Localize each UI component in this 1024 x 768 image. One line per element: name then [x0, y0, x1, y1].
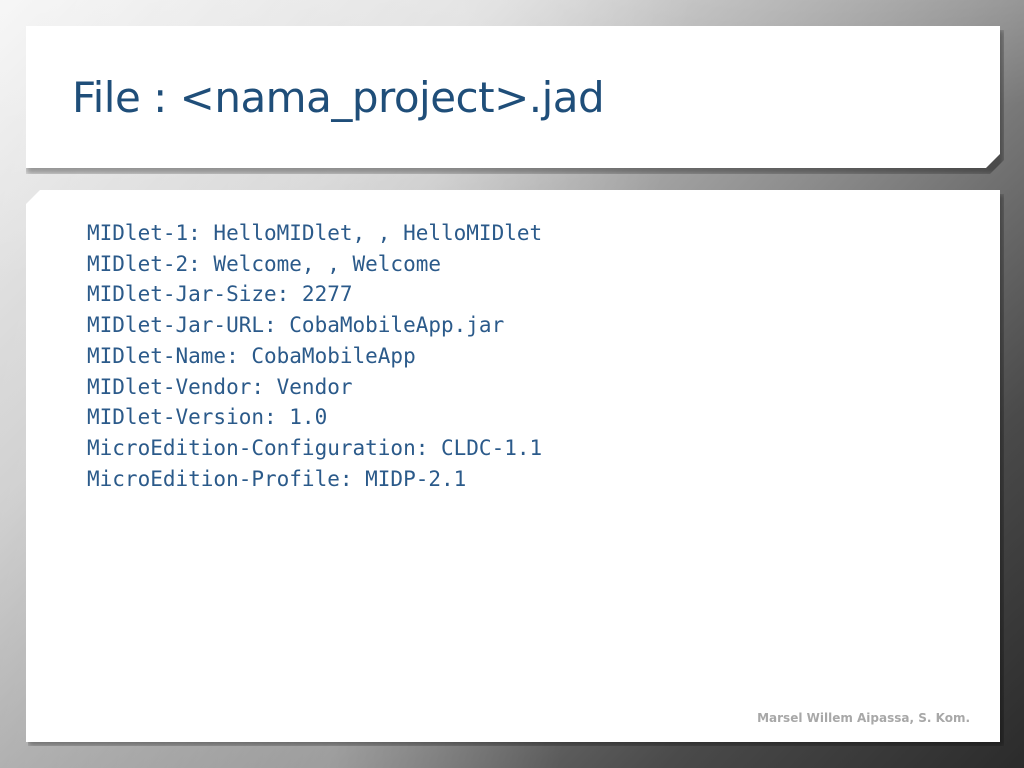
code-line: MIDlet-Name: CobaMobileApp — [87, 343, 416, 368]
slide-footer-author: Marsel Willem Aipassa, S. Kom. — [757, 711, 970, 725]
slide-title: File : <nama_project>.jad — [72, 73, 605, 122]
code-line: MIDlet-Jar-Size: 2277 — [87, 282, 353, 307]
title-panel — [26, 26, 1000, 168]
code-line: MIDlet-Jar-URL: CobaMobileApp.jar — [87, 313, 505, 338]
code-line: MicroEdition-Configuration: CLDC-1.1 — [87, 435, 543, 460]
code-line: MIDlet-Vendor: Vendor — [87, 374, 353, 399]
code-line: MIDlet-2: Welcome, , Welcome — [87, 251, 442, 276]
code-line: MicroEdition-Profile: MIDP-2.1 — [87, 466, 467, 491]
code-line: MIDlet-1: HelloMIDlet, , HelloMIDlet — [87, 221, 543, 245]
code-line: MIDlet-Version: 1.0 — [87, 405, 328, 430]
jad-file-listing: MIDlet-1: HelloMIDlet, , HelloMIDlet MID… — [87, 218, 542, 494]
content-panel — [26, 190, 1000, 742]
